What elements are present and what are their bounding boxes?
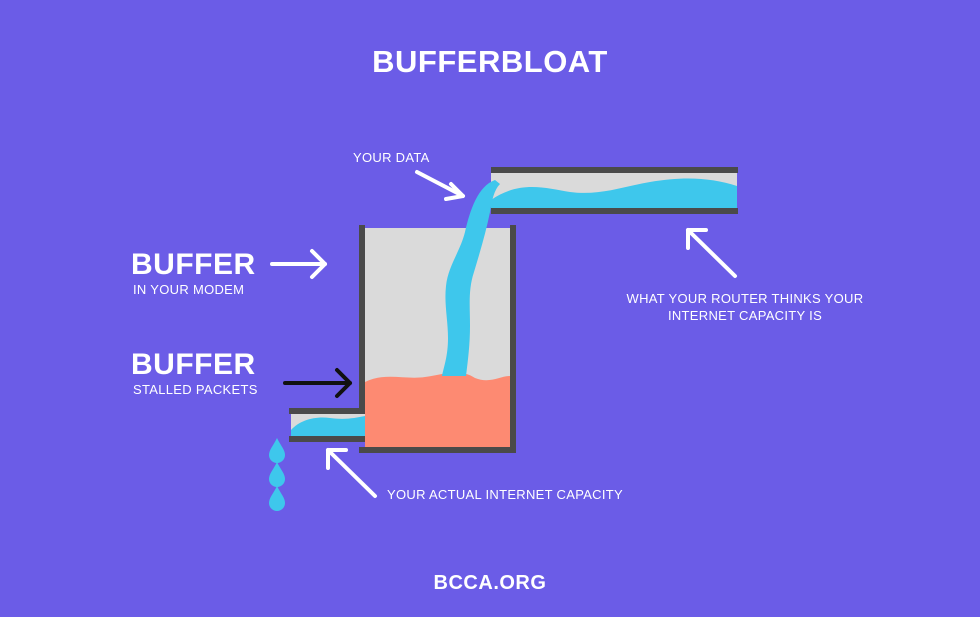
- actual-pipe: [289, 408, 365, 442]
- drop-icon: [269, 462, 285, 487]
- router-capacity-label: WHAT YOUR ROUTER THINKS YOUR INTERNET CA…: [626, 291, 864, 323]
- arrow-icon-actual-capacity: [326, 448, 377, 498]
- buffer-stalled-subtitle: STALLED PACKETS: [133, 382, 258, 397]
- arrow-icon-your-data: [415, 170, 465, 201]
- buffer-modem-title: BUFFER: [131, 248, 256, 281]
- arrow-icon-buffer-modem: [270, 249, 327, 279]
- buffer-container: [359, 180, 516, 453]
- buffer-stalled-title: BUFFER: [131, 348, 256, 381]
- water-drops: [269, 438, 285, 511]
- actual-capacity-label: YOUR ACTUAL INTERNET CAPACITY: [387, 487, 623, 502]
- stalled-packets: [365, 372, 510, 447]
- arrow-icon-buffer-stalled: [283, 368, 352, 398]
- drop-icon: [269, 486, 285, 511]
- footer-brand: BCCA.ORG: [433, 572, 547, 594]
- page-title: BUFFERBLOAT: [372, 44, 608, 79]
- router-pipe: [491, 167, 738, 214]
- buffer-modem-subtitle: IN YOUR MODEM: [133, 282, 245, 297]
- data-stream: [442, 180, 500, 376]
- drop-icon: [269, 438, 285, 463]
- arrow-icon-router-capacity: [686, 228, 737, 278]
- your-data-label: YOUR DATA: [353, 150, 430, 165]
